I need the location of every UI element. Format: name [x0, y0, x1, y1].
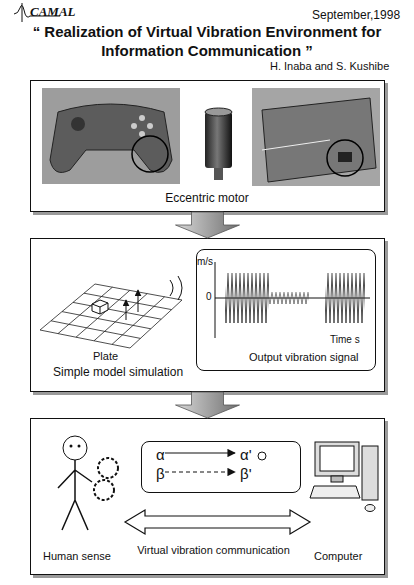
text-label: m/s [197, 256, 213, 267]
block-arrow [176, 212, 240, 238]
title: “ Realization of Virtual Vibration Envir… [22, 22, 392, 60]
panel-box: Eccentric motor [30, 80, 385, 212]
text-label: 0 [206, 291, 212, 302]
node-text: Computer [314, 549, 362, 563]
node-text: β' [240, 465, 252, 483]
node-text: α [156, 446, 165, 464]
block-arrow [176, 392, 240, 418]
inset-box: α α' β β' [141, 441, 301, 493]
inset-box: Output vibration signal [196, 249, 376, 371]
text-label: CAMAL [30, 4, 76, 20]
node-text: Simple model simulation [53, 365, 183, 380]
node-text: Virtual vibration communication [126, 543, 301, 557]
node-text: α' [240, 446, 252, 464]
text-label: Time s [330, 334, 360, 345]
panel-box: Human sense Virtual vibration communicati… [30, 418, 385, 575]
node-text: Output vibration signal [249, 350, 358, 364]
node-text: Eccentric motor [31, 191, 383, 206]
text-label: September,1998 [312, 8, 400, 22]
node-text: β [156, 465, 165, 483]
text-label: H. Inaba and S. Kushibe [270, 60, 389, 72]
node-text: Plate [93, 349, 118, 363]
node-text: Human sense [43, 549, 111, 563]
